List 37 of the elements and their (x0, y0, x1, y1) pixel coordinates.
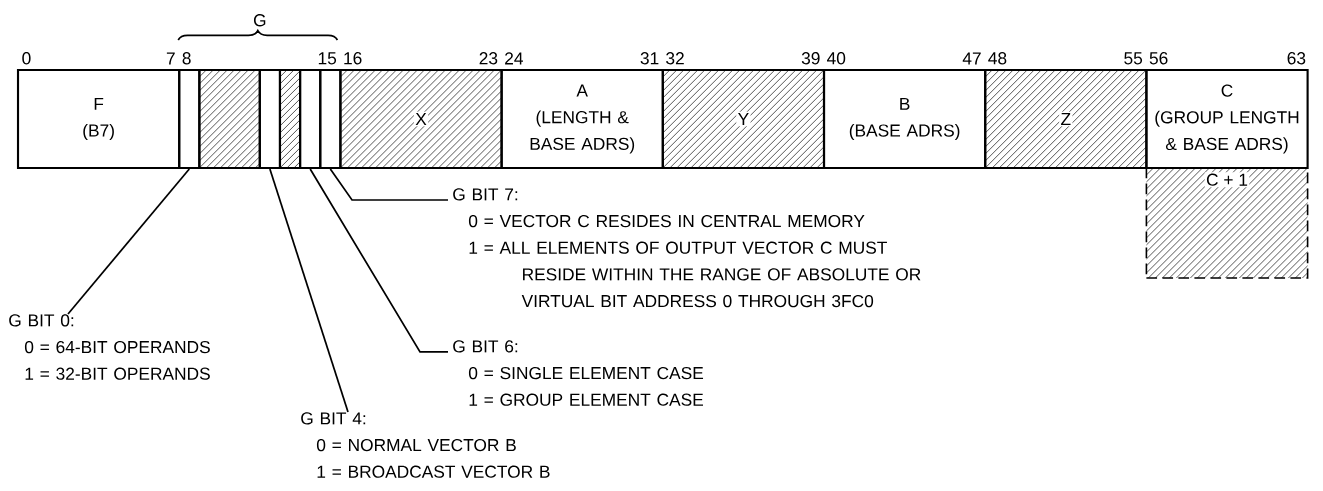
bit-number: 23 (479, 52, 498, 65)
leader-line (329, 168, 449, 201)
bit-number: 32 (666, 52, 684, 65)
bit-number: 7 (166, 52, 175, 65)
bit-box (299, 68, 322, 170)
bit-box (258, 68, 282, 170)
leader-line (269, 168, 349, 413)
hatched-bit-box (278, 68, 302, 170)
field-box: A (LENGTH & BASE ADRS) (500, 68, 664, 170)
note-text: G BIT 4: 0 = NORMAL VECTOR B 1 = BROADCAST VECTOR B (301, 412, 550, 478)
group-label: G (253, 14, 266, 27)
bit-number: 56 (1149, 52, 1168, 65)
bit-box (319, 68, 342, 170)
note-text: G BIT 6: 0 = SINGLE ELEMENT CASE 1 = GROUP ELEMENT CASE (453, 340, 704, 406)
bit-number: 15 (318, 52, 337, 65)
note-text: G BIT 0: 0 = 64-BIT OPERANDS 1 = 32-BIT OPERANDS (9, 314, 210, 380)
bit-number: 40 (827, 52, 846, 65)
bit-number: 39 (801, 52, 820, 65)
field-box: B (BASE ADRS) (822, 68, 987, 170)
hatched-field-box: Z (984, 68, 1148, 170)
field-box: C (GROUP LENGTH & BASE ADRS) (1145, 68, 1309, 170)
bit-number: 48 (988, 52, 1007, 65)
field-box: F (B7) (16, 68, 181, 170)
leader-line (67, 168, 191, 315)
bit-number: 24 (505, 52, 523, 65)
bit-number: 31 (640, 52, 659, 65)
hatched-bit-box (198, 68, 261, 170)
hatched-field-box: Y (661, 68, 826, 170)
dashed-hatched-box: C + 1 (1145, 167, 1309, 279)
note-text: G BIT 7: 0 = VECTOR C RESIDES IN CENTRAL MEMORY 1 = ALL ELEMENTS OF OUTPUT VECTOR C MUST RESIDE WITHIN THE RANGE OF ABSOLUTE OR VIRTUAL BIT ADDRESS 0 THROUGH 3FC0 (453, 188, 921, 308)
bit-number: 63 (1287, 52, 1306, 65)
leader-line (309, 168, 449, 353)
bit-number: 47 (962, 52, 981, 65)
bit-number: 16 (344, 52, 362, 65)
hatched-field-box: X (339, 68, 503, 170)
bit-number: 8 (182, 52, 191, 65)
bit-number: 55 (1124, 52, 1143, 65)
